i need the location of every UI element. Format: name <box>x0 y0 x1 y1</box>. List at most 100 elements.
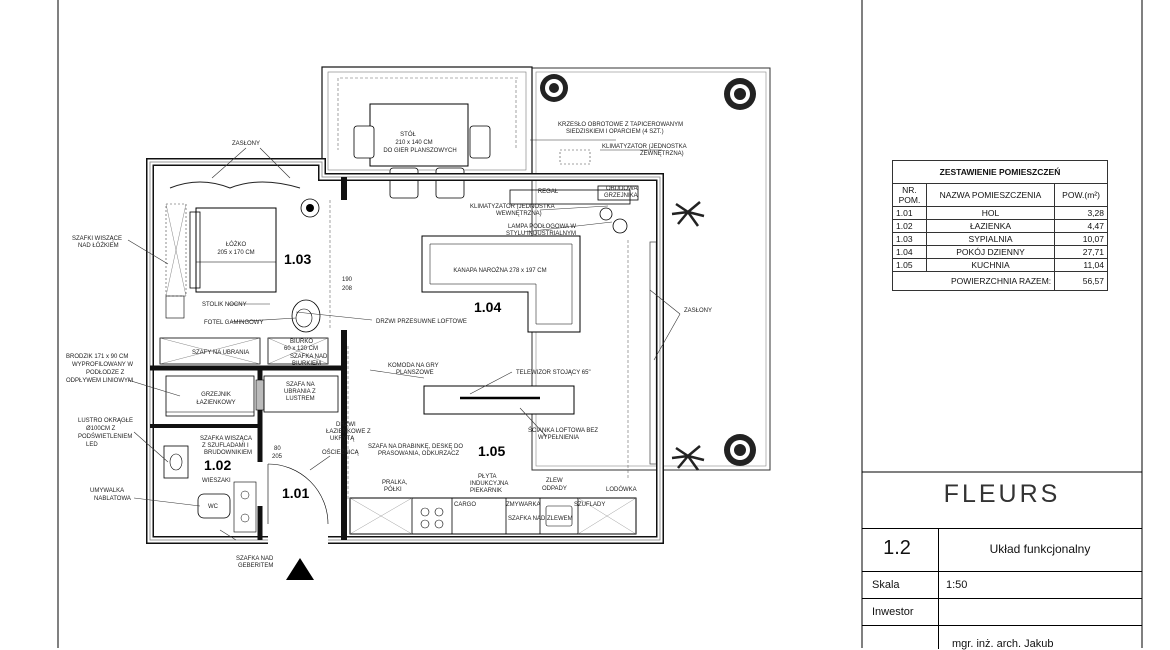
row-nr: 1.04 <box>892 245 927 259</box>
room-summary-table: ZESTAWIENIE POMIESZCZEŃ NR.POM. NAZWA PO… <box>891 160 1108 291</box>
label-brodzik-3: PODŁODZE Z <box>86 370 125 376</box>
label-brodzik-2: WYPROFILOWANY W <box>72 362 133 368</box>
label-lodowka: LODÓWKA <box>606 486 637 493</box>
summary-header-area: POW.(m²) <box>1054 183 1108 207</box>
titleblock-row-author: mgr. inż. arch. Jakub <box>862 626 1142 650</box>
row-area: 4,47 <box>1054 219 1108 233</box>
label-drzwi-przesuwne: DRZWI PRZESUWNE LOFTOWE <box>376 319 467 325</box>
label-brodzik-4: ODPŁYWEM LINIOWYM <box>66 378 133 384</box>
room-number-1-02: 1.02 <box>204 457 231 473</box>
author-value: mgr. inż. arch. Jakub <box>952 638 1054 650</box>
label-szuflady: SZUFLADY <box>574 502 605 508</box>
label-szafka-nad-zlewem: SZAFKA NAD ZLEWEM <box>508 516 573 522</box>
row-name: SYPIALNIA <box>925 232 1056 246</box>
label-brodzik-1: BRODZIK 171 x 90 CM <box>66 354 128 360</box>
label-plyta-3: PIEKARNIK <box>470 488 502 494</box>
row-area: 3,28 <box>1054 206 1108 220</box>
label-szafa-lustro-3: LUSTREM <box>286 396 315 402</box>
room-number-1-03: 1.03 <box>284 251 311 267</box>
summary-total-value: 56,57 <box>1054 271 1108 291</box>
titleblock-row-scale: Skala 1:50 <box>862 572 1142 599</box>
row-nr: 1.03 <box>892 232 927 246</box>
label-lampa-1: LAMPA PODŁOGOWA W <box>508 224 576 230</box>
label-komoda-2: PLANSZOWE <box>396 370 434 376</box>
bedroom-furniture <box>159 181 331 365</box>
scale-value: 1:50 <box>946 579 968 591</box>
scale-label: Skala <box>872 579 900 591</box>
label-klima-ext-2: ZEWNĘTRZNA) <box>640 151 684 157</box>
label-szafki-1: SZAFKI WISZĄCE <box>72 236 122 242</box>
label-lampa-2: STYLU INDUSTRIALNYM <box>506 231 576 237</box>
label-obudowa-2: GRZEJNIKA <box>604 193 638 199</box>
row-nr: 1.01 <box>892 206 927 220</box>
label-dim-205: 205 <box>272 454 283 460</box>
row-name: KUCHNIA <box>925 258 1056 272</box>
label-scianka-2: WYPEŁNIENIA <box>538 435 579 441</box>
titleblock-divider <box>938 572 939 598</box>
label-dim-208: 208 <box>342 286 353 292</box>
living-furniture <box>347 185 639 500</box>
row-name: HOL <box>925 206 1056 220</box>
room-number-1-04: 1.04 <box>474 299 501 315</box>
label-kanapa: KANAPA NAROŻNA 278 x 197 CM <box>453 267 546 274</box>
label-dim-80: 80 <box>274 446 281 452</box>
row-area: 11,04 <box>1054 258 1108 272</box>
summary-header-name: NAZWA POMIESZCZENIA <box>925 183 1056 207</box>
label-obudowa-1: OBUDOWA <box>606 186 637 192</box>
room-number-1-01: 1.01 <box>282 485 309 501</box>
label-stolik-nocny: STOLIK NOCNY <box>202 302 247 308</box>
titleblock-divider <box>938 599 939 625</box>
label-lustro-1: LUSTRO OKRĄGŁE <box>78 418 133 424</box>
label-zmywarka: ZMYWARKA <box>506 502 540 508</box>
label-plyta-2: INDUKCYJNA <box>470 481 508 487</box>
brand-logo: FLEURS <box>943 480 1061 508</box>
summary-total-row: POWIERZCHNIA RAZEM: 56,57 <box>891 271 1108 291</box>
row-area: 27,71 <box>1054 245 1108 259</box>
label-klima-int-1: KLIMATYZATOR (JEDNOSTKA <box>470 204 555 210</box>
label-lozko-dim: 205 x 170 CM <box>217 250 254 256</box>
room-number-1-05: 1.05 <box>478 443 505 459</box>
label-klima-ext-1: KLIMATYZATOR (JEDNOSTKA <box>602 144 687 150</box>
plant-icon <box>540 74 756 471</box>
sheet-title: Układ funkcjonalny <box>989 542 1091 556</box>
titleblock-divider <box>938 529 939 571</box>
sheet-number: 1.2 <box>883 537 911 559</box>
label-szafa-lustro-1: SZAFA NA <box>286 382 315 388</box>
label-grzejnik-2: ŁAZIENKOWY <box>196 400 235 406</box>
label-wc: WC <box>208 504 219 510</box>
label-lustro-3: PODŚWIETLENIEM <box>78 432 132 440</box>
label-telewizor: TELEWIZOR STOJĄCY 65" <box>516 370 591 376</box>
label-drzwi-laz-4: OŚCIEŻNICĄ <box>322 448 360 456</box>
label-regal: REGAŁ <box>538 189 559 195</box>
label-zlew-2: ODPADY <box>542 486 567 492</box>
summary-header-nr: NR.POM. <box>892 183 927 207</box>
label-szafka-geberit-1: SZAFKA NAD <box>236 556 274 562</box>
label-szafka-szuf-1: SZAFKA WISZĄCA <box>200 436 252 442</box>
label-fotel-gamingowy: FOTEL GAMINGOWY <box>204 320 263 326</box>
row-area: 10,07 <box>1054 232 1108 246</box>
label-lustro-2: Ø100CM Z <box>86 426 116 432</box>
label-cargo: CARGO <box>454 502 476 508</box>
row-name: ŁAZIENKA <box>925 219 1056 233</box>
titleblock-row-investor: Inwestor <box>862 599 1142 626</box>
label-szafa-drabinka-1: SZAFA NA DRABINKĘ, DESKĘ DO <box>368 444 463 450</box>
summary-total-label: POWIERZCHNIA RAZEM: <box>891 271 1056 291</box>
label-biurko: BIURKO <box>290 339 313 345</box>
label-szafa-drabinka-2: PRASOWANIA, ODKURZACZ <box>378 451 459 457</box>
label-drzwi-laz-1: DRZWI <box>336 422 356 428</box>
label-plyta-1: PŁYTA <box>478 474 497 480</box>
label-stol-dim: 210 x 140 CM <box>395 140 432 146</box>
label-krzeslo-1: KRZESŁO OBROTOWE Z TAPICEROWANYM <box>558 122 683 128</box>
label-stol-use: DO GIER PLANSZOWYCH <box>383 148 456 154</box>
label-szafka-nad-biurkiem-1: SZAFKA NAD <box>290 354 328 360</box>
label-szafka-szuf-2: Z SZUFLADAMI I <box>202 443 249 449</box>
label-szafki-2: NAD ŁÓŻKIEM <box>78 242 119 249</box>
row-name: POKÓJ DZIENNY <box>925 245 1056 259</box>
label-zlew-1: ZLEW <box>546 478 563 484</box>
label-dim-190: 190 <box>342 277 353 283</box>
